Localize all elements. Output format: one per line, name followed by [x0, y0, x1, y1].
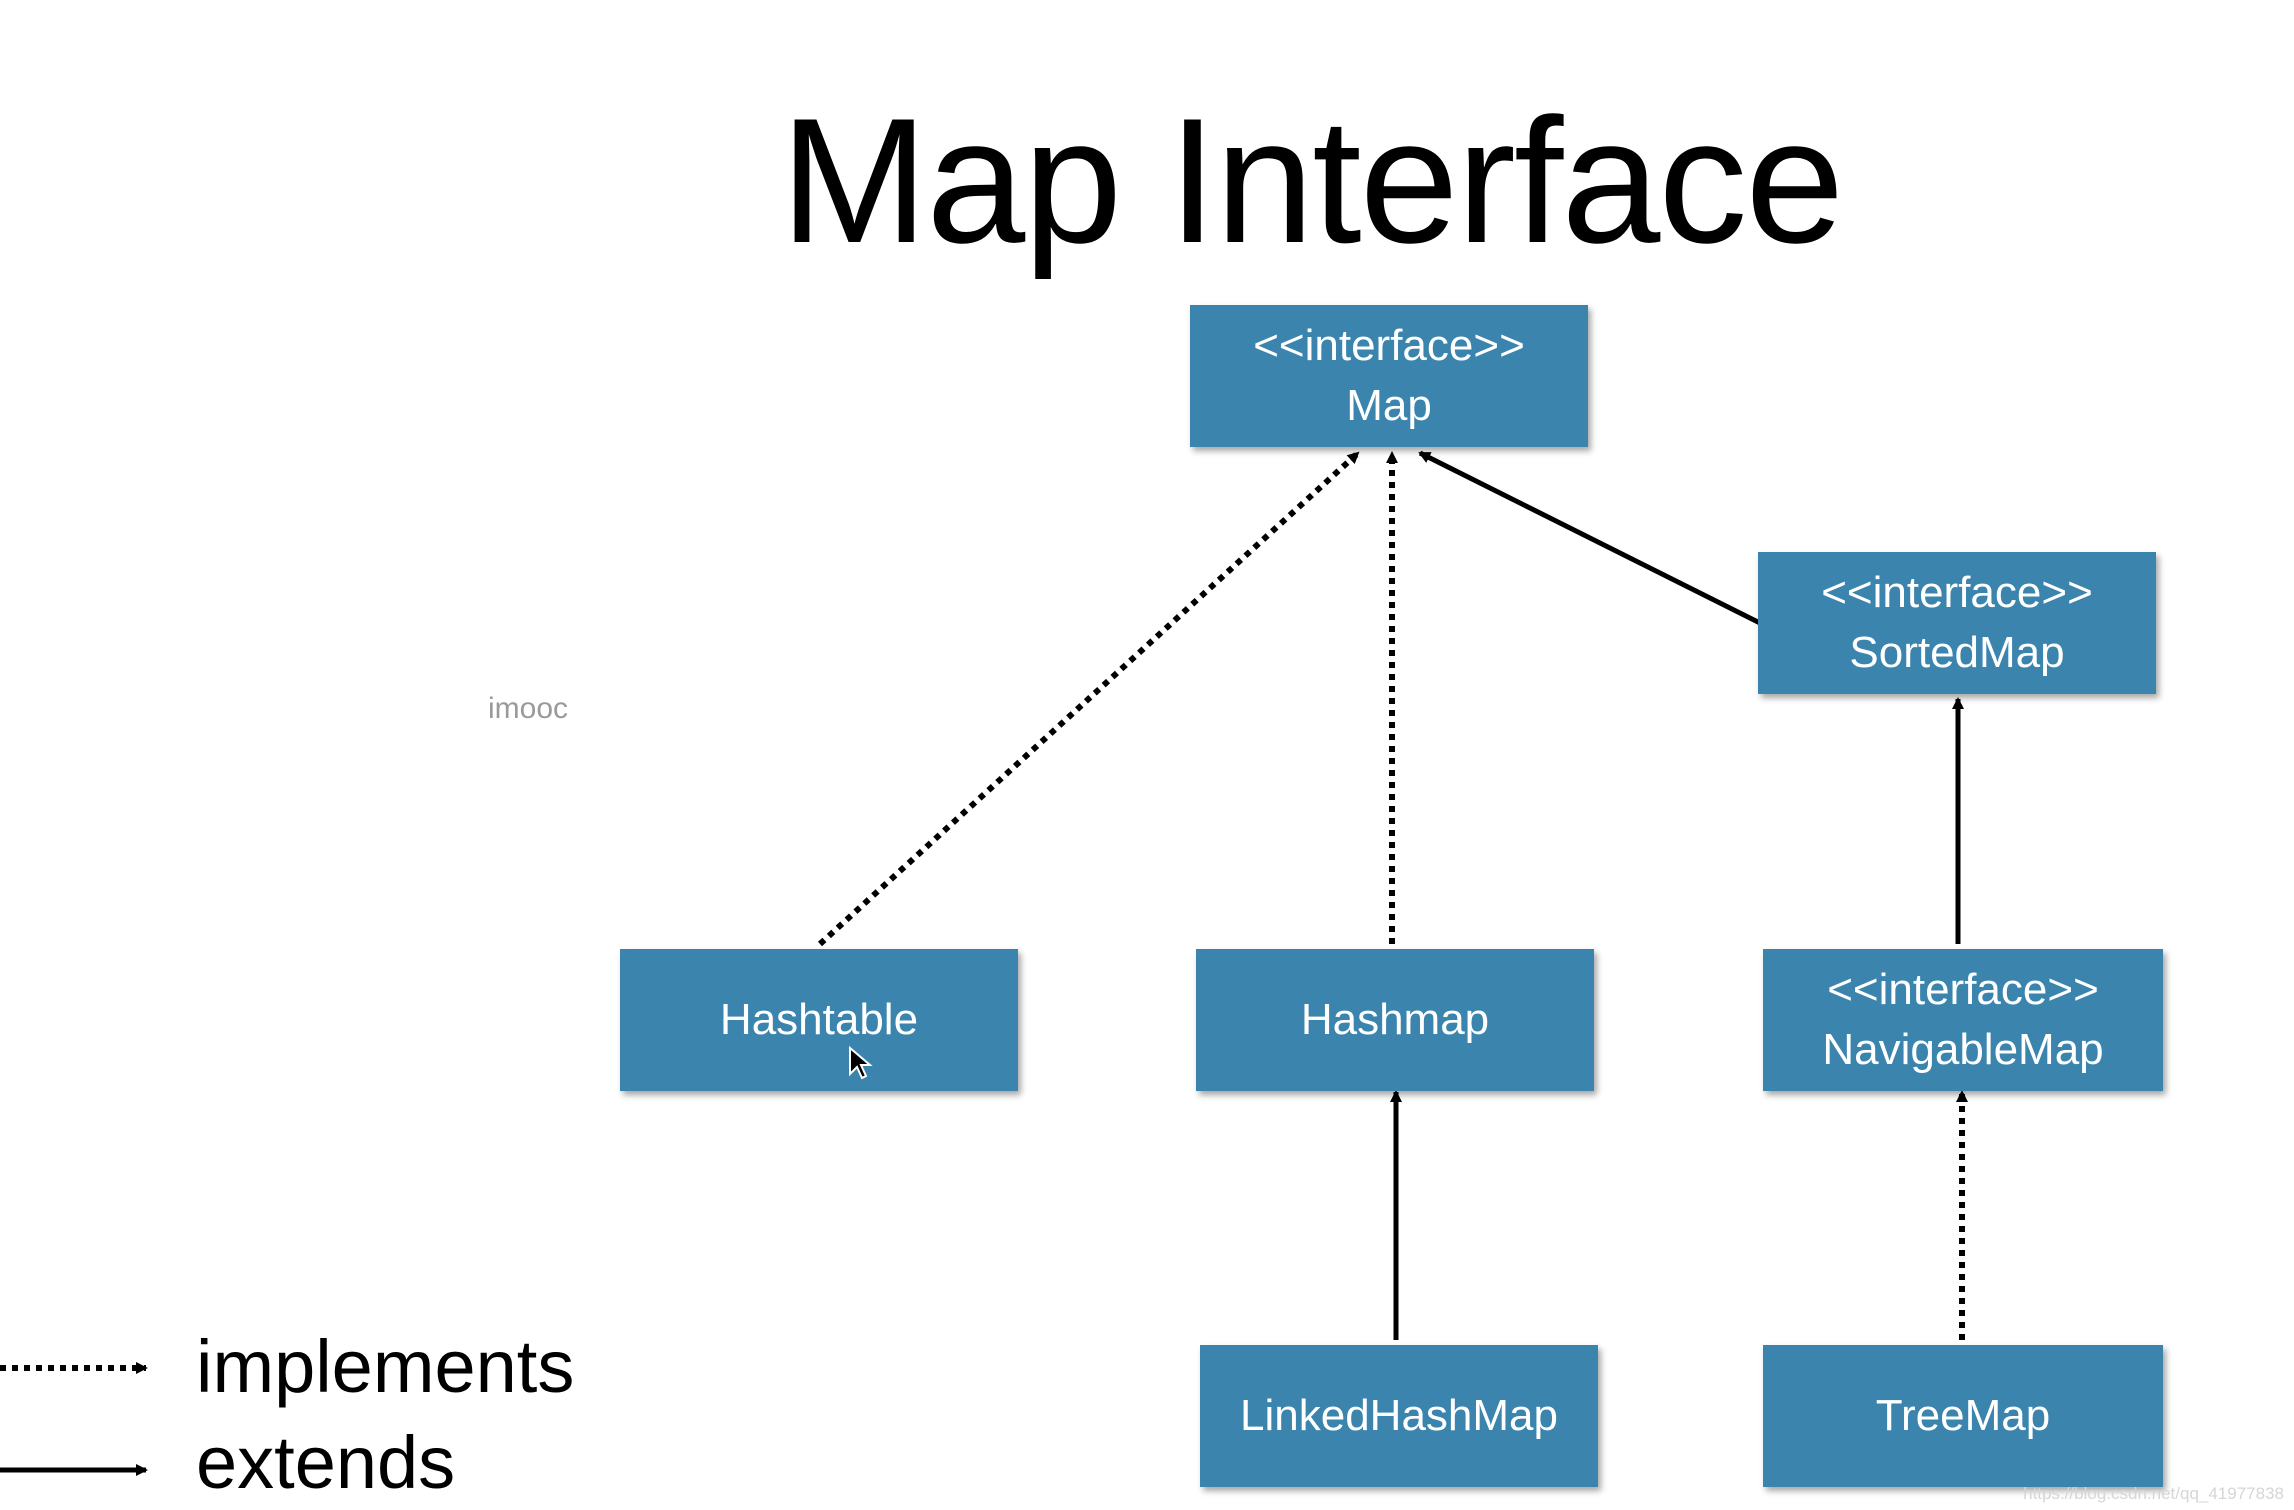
node-navigable-map-name: NavigableMap — [1822, 1025, 2104, 1074]
node-hashtable-name: Hashtable — [719, 995, 919, 1044]
node-map: <<interface>> Map — [1190, 305, 1588, 447]
node-hashmap: Hashmap — [1196, 949, 1594, 1091]
node-map-name: Map — [1346, 381, 1432, 430]
node-hashmap-name: Hashmap — [1300, 995, 1490, 1044]
legend-implements-label: implements — [196, 1325, 575, 1408]
mouse-pointer-icon — [849, 1046, 873, 1080]
node-linked-hash-map-name: LinkedHashMap — [1240, 1391, 1558, 1440]
node-sorted-map-name: SortedMap — [1849, 628, 2065, 677]
node-map-stereotype: <<interface>> — [1253, 321, 1525, 370]
node-navigable-map-stereotype: <<interface>> — [1827, 965, 2099, 1014]
watermark: imooc — [488, 692, 569, 725]
edge-sortedmap-extends-map — [1418, 450, 1780, 635]
node-sorted-map-stereotype: <<interface>> — [1821, 568, 2093, 617]
node-linked-hash-map: LinkedHashMap — [1200, 1345, 1598, 1487]
node-navigable-map: <<interface>> NavigableMap — [1763, 949, 2163, 1091]
node-hashtable: Hashtable — [620, 949, 1018, 1091]
edge-hashtable-implements-map — [817, 450, 1361, 947]
legend-extends-label: extends — [196, 1421, 456, 1504]
node-tree-map-name: TreeMap — [1875, 1391, 2051, 1440]
node-sorted-map: <<interface>> SortedMap — [1758, 552, 2156, 694]
diagram-title: Map Interface — [780, 81, 1844, 280]
node-tree-map: TreeMap — [1763, 1345, 2163, 1487]
credit-watermark: https://blog.csdn.net/qq_41977838 — [2023, 1484, 2284, 1503]
